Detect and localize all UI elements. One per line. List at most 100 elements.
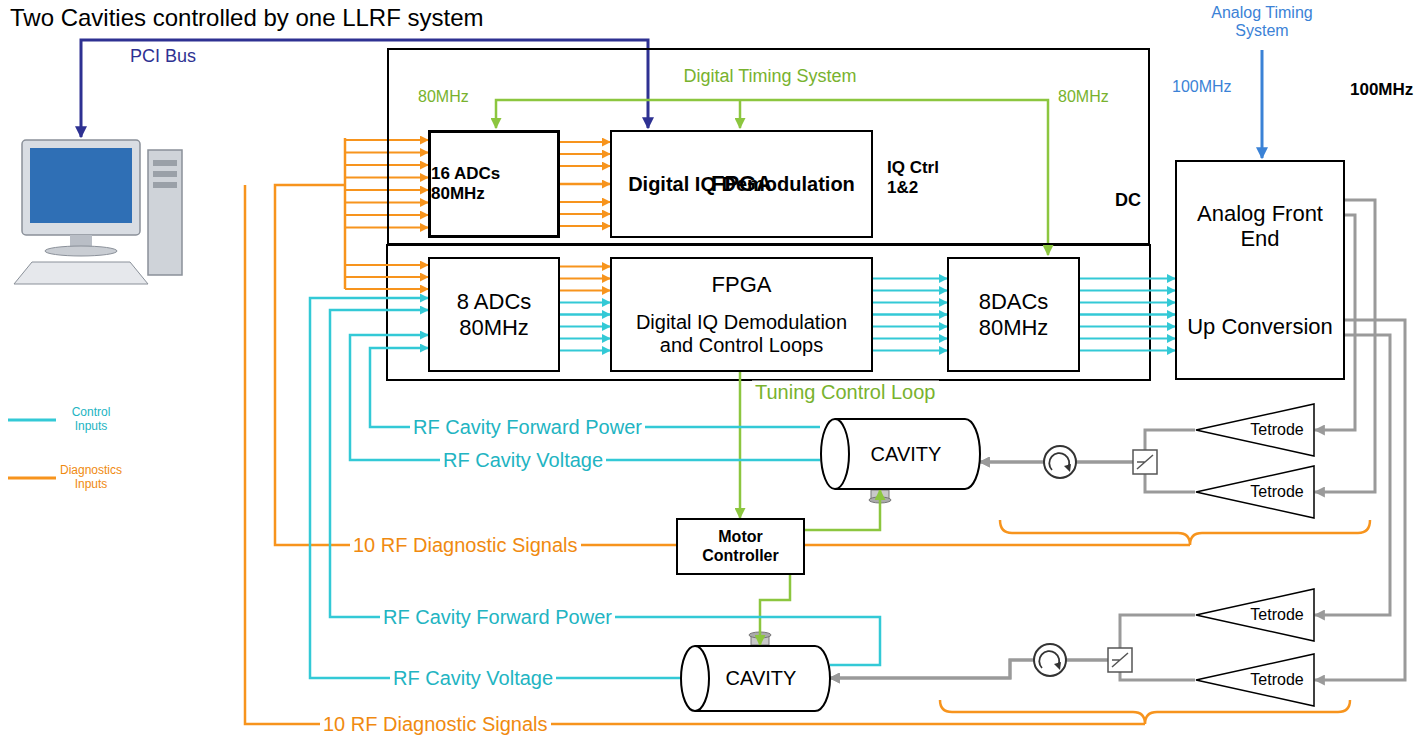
iq-ctrl-board [387, 245, 1150, 380]
signal-arrow [560, 290, 610, 292]
signal-arrow [560, 141, 610, 143]
node-text: 8DACs 80MHz [955, 289, 1072, 340]
node-text: 8 ADCs 80MHz [436, 289, 552, 340]
combiner-symbol [1108, 648, 1132, 672]
tetrode-amplifier: Tetrode [1195, 465, 1315, 519]
legend-line [8, 419, 56, 422]
fpga-box: FPGADigital IQ Demodulation [610, 130, 873, 238]
node-text: Tetrode [1250, 421, 1303, 439]
signal-arrow [1080, 338, 1175, 340]
diagnostic-bus [245, 185, 1145, 724]
signal-arrow [873, 302, 947, 304]
fpga-box: FPGADigital IQ Demodulation and Control … [610, 257, 873, 372]
monitor-base [45, 246, 117, 256]
signal-connector [980, 462, 1195, 492]
combiner-box [1133, 450, 1157, 474]
signal-arrow [560, 153, 610, 155]
diagram-label: Analog Timing System [1192, 4, 1332, 41]
tetrode-amplifier: Tetrode [1195, 588, 1315, 642]
cavity-shape: CAVITY [680, 645, 830, 712]
motor-controller-box: Motor Controller [676, 518, 805, 575]
diagram-title: Two Cavities controlled by one LLRF syst… [10, 4, 484, 32]
timing-line [739, 100, 742, 128]
combiner-box [1108, 648, 1132, 672]
legend-text: Diagnostics Inputs [60, 464, 122, 492]
circulator-ring [1034, 644, 1066, 676]
diagnostic-bus [344, 138, 347, 289]
tetrode-triangle [1196, 654, 1314, 706]
signal-arrow [560, 350, 610, 352]
signal-label: RF Cavity Voltage [440, 449, 606, 472]
signal-label: Tuning Control Loop [752, 381, 939, 404]
computer-icon [14, 140, 182, 284]
front-end-box: Analog Front EndUp Conversion [1175, 160, 1345, 380]
combiner-mark [1137, 455, 1153, 469]
circulator-head [1054, 662, 1061, 670]
cavity-end [681, 646, 709, 711]
tetrode-amplifier: Tetrode [1195, 653, 1315, 707]
timing-line [496, 100, 1048, 255]
node-text: CAVITY [871, 443, 942, 466]
signal-connector [739, 372, 742, 518]
tetrode-triangle [1196, 466, 1314, 518]
signal-connector [830, 660, 1195, 680]
legend-text: Control Inputs [60, 406, 122, 434]
circulator-symbol [1044, 446, 1076, 478]
signal-arrow [560, 338, 610, 340]
signal-arrow [873, 350, 947, 352]
signal-arrow [873, 338, 947, 340]
node-text: Up Conversion [1187, 314, 1333, 339]
pci-bus-line [81, 40, 648, 137]
signal-arrow [345, 264, 428, 266]
diagram-label: 10 RF Diagnostic Signals [320, 713, 551, 736]
node-text: CAVITY [726, 667, 797, 690]
signal-arrow [1080, 290, 1175, 292]
signal-label: RF Cavity Forward Power [410, 416, 645, 439]
diagnostic-bus [275, 185, 1190, 545]
circulator-ring [1044, 446, 1076, 478]
drive-slot [153, 171, 177, 177]
signal-arrow [1080, 302, 1175, 304]
diagram-label: Digital Timing System [683, 66, 856, 87]
analog-timing-line [1261, 50, 1264, 158]
circulator-head [1064, 464, 1071, 472]
signal-connector [560, 313, 610, 316]
monitor [22, 140, 140, 235]
node-text: Tetrode [1250, 606, 1303, 624]
signal-arrow [560, 213, 610, 215]
diagram-label: 100MHz [1172, 78, 1232, 96]
node-text: DC [1115, 190, 1155, 211]
signal-arrow [560, 278, 610, 280]
signal-arrow [873, 290, 947, 292]
node-text: Digital IQ Demodulation [628, 173, 855, 196]
node-text: Motor Controller [682, 528, 799, 565]
adc-box: 8 ADCs 80MHz [428, 257, 560, 372]
signal-arrow [560, 201, 610, 203]
diagram-label: 10 RF Diagnostic Signals [350, 534, 581, 557]
circulator-symbol [1034, 644, 1066, 676]
keyboard [14, 262, 148, 284]
tetrode-triangle [1196, 404, 1314, 456]
combiner-symbol [1133, 450, 1157, 474]
signal-connector [560, 183, 610, 186]
diagram-label: 80MHz [1058, 88, 1109, 106]
tetrode-amplifier: Tetrode [1195, 403, 1315, 457]
adc-box: 16 ADCs 80MHz [428, 130, 560, 238]
signal-connector [980, 430, 1195, 462]
signal-arrow [560, 165, 610, 167]
signal-connector [805, 490, 880, 530]
diagnostic-bracket [940, 700, 1350, 724]
node-text: FPGA [712, 272, 772, 297]
signal-arrow [560, 266, 610, 268]
signal-arrow [873, 278, 947, 280]
tower [148, 150, 182, 275]
signal-arrow [560, 225, 610, 227]
signal-label: RF Cavity Voltage [390, 667, 556, 690]
cavity-body [835, 419, 980, 489]
node-text: IQ Ctrl 1&2 [887, 158, 951, 197]
diagram-label: 100MHz [1350, 80, 1413, 100]
signal-arrow [560, 326, 610, 328]
signal-connector [830, 615, 1195, 678]
drive-slot [153, 160, 177, 166]
adc-box: 8DACs 80MHz [947, 257, 1080, 372]
